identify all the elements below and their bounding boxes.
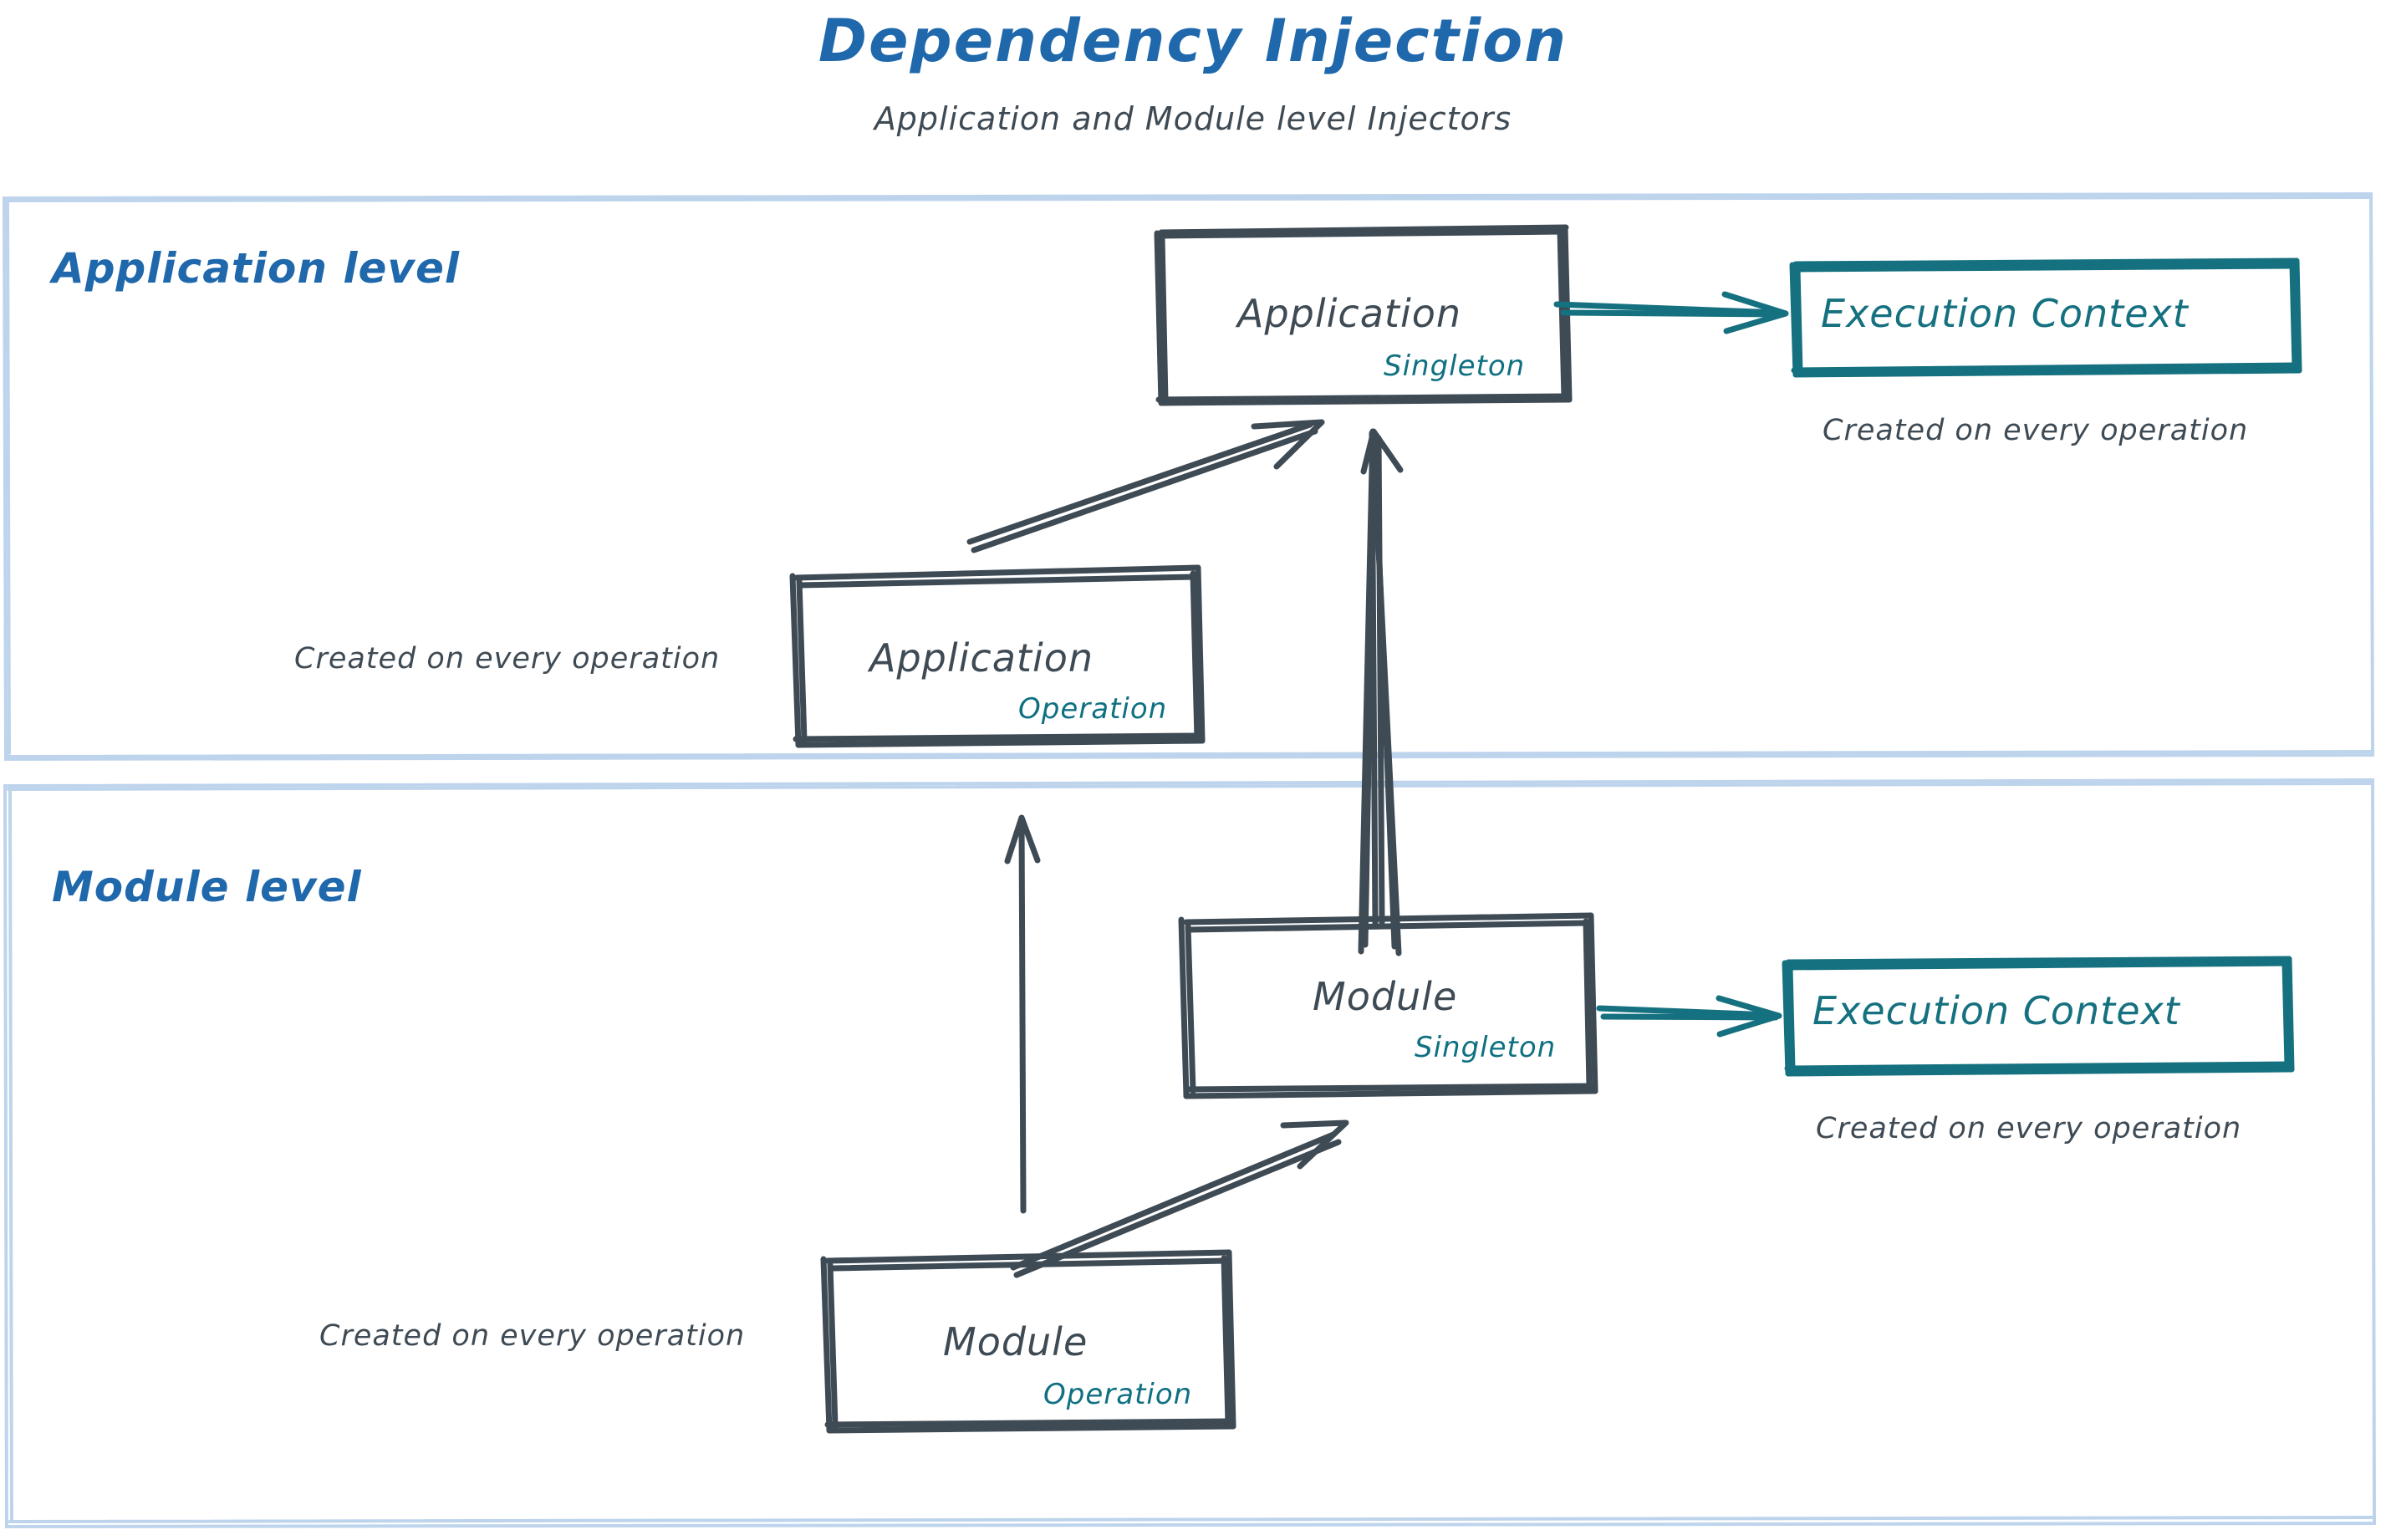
caption-module-operation: Created on every operation <box>319 1319 746 1353</box>
edge-module-operation-to-module-singleton <box>1010 1119 1349 1278</box>
node-scope-module-operation: Operation <box>1043 1378 1193 1411</box>
edge-module-singleton-to-app-singleton <box>1358 428 1402 956</box>
node-label-execution-context-module: Execution Context <box>1812 988 2180 1033</box>
node-label-application-singleton: Application <box>1237 291 1462 336</box>
edge-app-operation-to-app-singleton <box>966 419 1325 553</box>
page-subtitle: Application and Module level Injectors <box>874 100 1512 137</box>
caption-application-operation: Created on every operation <box>294 642 721 676</box>
caption-execution-context-application: Created on every operation <box>1823 414 2249 447</box>
page-title: Dependency Injection <box>818 7 1568 75</box>
node-label-module-singleton: Module <box>1313 974 1458 1019</box>
node-label-module-operation: Module <box>943 1319 1088 1364</box>
node-label-application-operation: Application <box>869 635 1094 681</box>
edge-app-singleton-to-exec-context <box>1553 291 1789 334</box>
node-label-execution-context-application: Execution Context <box>1821 291 2189 336</box>
caption-execution-context-module: Created on every operation <box>1816 1112 2242 1145</box>
node-scope-application-singleton: Singleton <box>1384 349 1526 383</box>
edge-module-singleton-to-exec-context <box>1596 995 1782 1038</box>
edge-module-operation-to-app-operation <box>1004 814 1041 1214</box>
arrowhead-module-to-app-singleton <box>1360 428 1404 475</box>
zone-label-module-level: Module level <box>52 863 362 911</box>
node-scope-application-operation: Operation <box>1018 692 1168 726</box>
node-scope-module-singleton: Singleton <box>1415 1031 1557 1064</box>
zone-label-application-level: Application level <box>52 244 461 293</box>
